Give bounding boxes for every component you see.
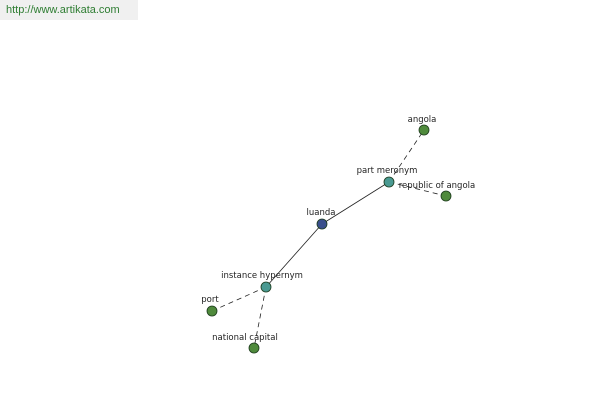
node-national-capital[interactable] xyxy=(248,342,260,354)
edge-instance-hypernym-port xyxy=(211,286,267,312)
label-instance-hypernym: instance hypernym xyxy=(221,271,303,281)
edge-instance-hypernym-national-capital xyxy=(253,286,267,349)
label-luanda: luanda xyxy=(307,208,336,218)
label-national-capital: national capital xyxy=(212,333,278,343)
edge-part-meronym-republic-of-angola xyxy=(388,181,447,197)
label-part-meronym: part meronym xyxy=(357,166,418,176)
edge-luanda-instance-hypernym xyxy=(265,223,323,288)
node-republic-of-angola[interactable] xyxy=(440,190,452,202)
label-republic-of-angola: republic of angola xyxy=(399,181,475,191)
node-instance-hypernym[interactable] xyxy=(260,281,272,293)
edge-luanda-part-meronym xyxy=(321,181,390,225)
label-port: port xyxy=(201,295,219,305)
edge-part-meronym-angola xyxy=(388,129,425,183)
label-angola: angola xyxy=(408,115,437,125)
node-angola[interactable] xyxy=(418,124,430,136)
watermark-link[interactable]: http://www.artikata.com xyxy=(0,0,138,20)
node-luanda[interactable] xyxy=(316,218,328,230)
node-port[interactable] xyxy=(206,305,218,317)
node-part-meronym[interactable] xyxy=(383,176,395,188)
